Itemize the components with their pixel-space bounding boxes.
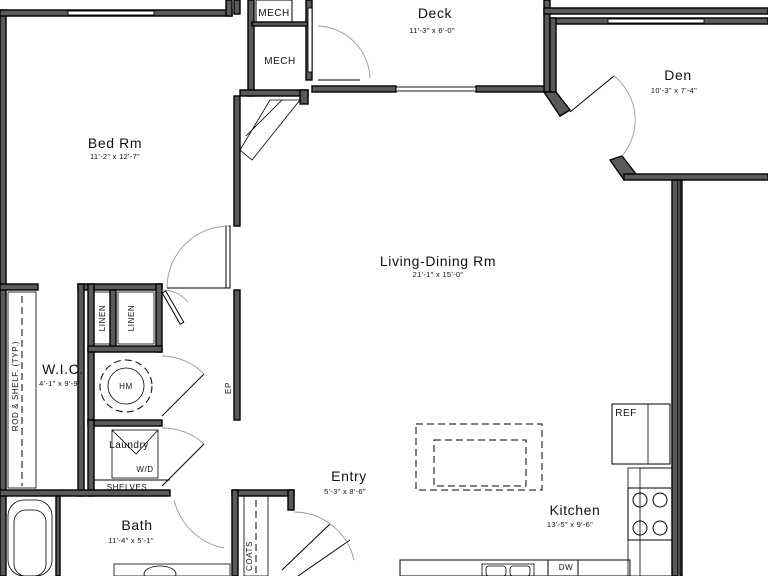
laundry-label: Laundry [109,440,149,451]
bath-name: Bath [121,517,152,533]
rod-shelf-label: ROD & SHELF. (TYP.) [11,341,20,431]
wic-dim: 4'-1" x 9'-9" [39,379,81,388]
ref-label: REF [615,408,637,419]
linen-label-2: LINEN [127,305,136,332]
fixtures [7,0,673,576]
mech-box-label: MECH [258,8,289,19]
coats-label: COATS [245,541,254,571]
wic-name: W.I.C. [42,361,84,377]
living-room-dim: 21'-1" x 15'-0" [413,270,464,279]
deck-dim: 11'-3" x 6'-0" [409,26,455,35]
shelves-label: SHELVES [107,483,148,492]
kitchen-name: Kitchen [550,502,601,518]
linen-label-1: LINEN [98,305,107,332]
mech-label: MECH [264,56,295,67]
labels: Bed Rm 11'-2" x 12'-7" Living-Dining Rm … [11,5,697,572]
windows [67,7,705,92]
hm-label: HM [119,382,133,391]
living-room-name: Living-Dining Rm [380,253,496,269]
doors [161,25,636,576]
bath-dim: 11'-4" x 5'-1" [108,536,154,545]
wd-label: W/D [136,465,153,474]
den-dim: 10'-3" x 7'-4" [651,86,697,95]
den-name: Den [664,67,691,83]
deck-name: Deck [418,5,453,21]
kitchen-dim: 13'-5" x 9'-6" [547,520,593,529]
bed-room-name: Bed Rm [88,135,142,151]
bed-room-dim: 11'-2" x 12'-7" [90,152,140,161]
dw-label: DW [559,563,574,572]
entry-name: Entry [331,468,367,484]
entry-dim: 5'-3" x 8'-6" [324,487,366,496]
ep-label: EP [224,382,233,394]
